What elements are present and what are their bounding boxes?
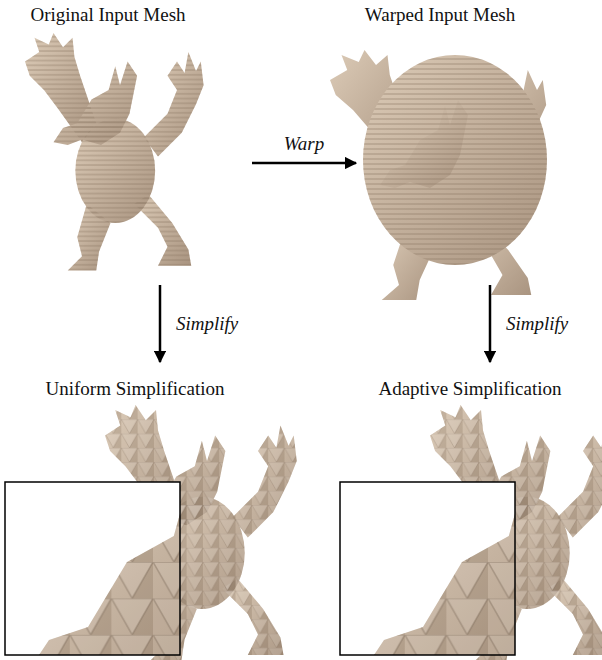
mesh-panel: Original Input Mesh bbox=[10, 0, 250, 283]
edge-label: Simplify bbox=[504, 313, 570, 335]
panel-heading: Original Input Mesh bbox=[30, 4, 185, 26]
panel-heading: Uniform Simplification bbox=[46, 378, 225, 400]
panel-heading: Adaptive Simplification bbox=[378, 378, 561, 400]
mesh-panel: Warped Input Mesh bbox=[358, 0, 588, 283]
mesh-panel: Uniform Simplification bbox=[5, 364, 305, 660]
panel-heading: Warped Input Mesh bbox=[365, 4, 515, 26]
mesh-panel: Adaptive Simplification bbox=[335, 364, 600, 660]
arrow-connector bbox=[252, 162, 356, 165]
edge-label: Simplify bbox=[174, 313, 240, 335]
arrow-connector bbox=[159, 285, 162, 362]
edge-label: Warp bbox=[282, 133, 326, 155]
arrow-connector bbox=[489, 285, 492, 362]
